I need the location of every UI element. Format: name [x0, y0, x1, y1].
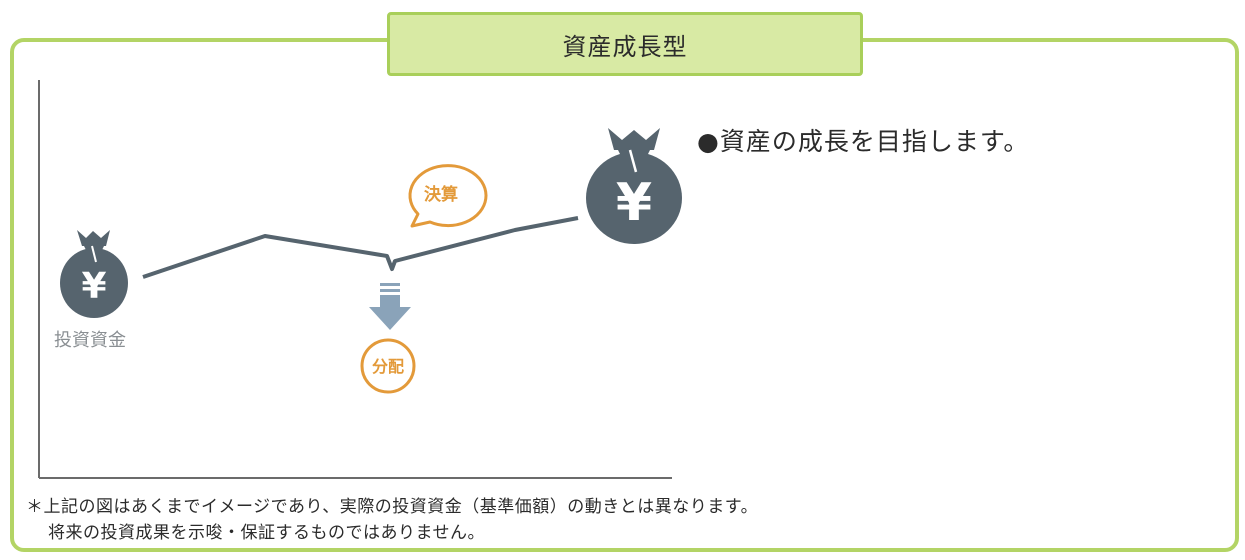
growth-goal-text: ●資産の成長を目指します。	[697, 127, 1030, 156]
settlement-bubble: 決算	[408, 164, 488, 228]
distribution-label: 分配	[372, 357, 404, 376]
down-arrow-icon	[369, 283, 411, 330]
yen-symbol: ¥	[81, 266, 106, 307]
yen-money-bag-icon: ¥	[60, 230, 128, 318]
diagram-frame	[10, 38, 1239, 552]
disclaimer-note: ＊上記の図はあくまでイメージであり、実際の投資資金（基準価額）の動きとは異なりま…	[26, 494, 758, 546]
yen-money-bag-icon: ¥	[586, 128, 682, 244]
investment-label: 投資資金	[54, 330, 126, 351]
disclaimer-line-2: 将来の投資成果を示唆・保証するものではありません。	[48, 523, 485, 543]
title-box: 資産成長型	[387, 12, 863, 76]
asset-trend-line	[142, 216, 579, 279]
distribution-circle: 分配	[360, 338, 416, 394]
disclaimer-line-1: ＊上記の図はあくまでイメージであり、実際の投資資金（基準価額）の動きとは異なりま…	[26, 497, 759, 517]
settlement-label: 決算	[424, 184, 458, 205]
yen-symbol: ¥	[616, 173, 652, 233]
diagram-title: 資産成長型	[562, 32, 688, 61]
